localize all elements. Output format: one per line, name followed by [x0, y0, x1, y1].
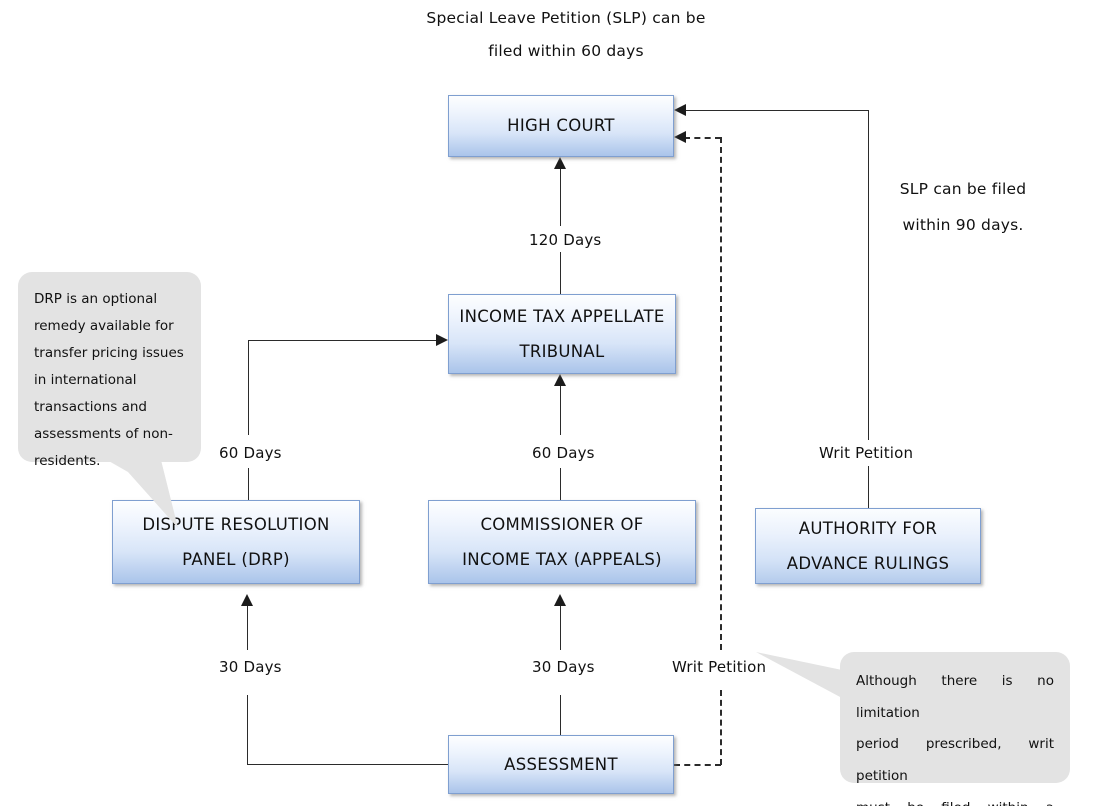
node-itat-label-line2: TRIBUNAL [519, 342, 605, 361]
node-aar-label-line1: AUTHORITY FOR [798, 518, 938, 538]
callout-writ-note: Although there is no limitation period p… [840, 652, 1070, 806]
connector-cit-to-itat-upper [560, 385, 561, 435]
node-aar-label-line2: ADVANCE RULINGS [786, 554, 950, 573]
edge-label-assessment-to-highcourt: Writ Petition [667, 658, 772, 676]
callout-drp-tail-icon [100, 456, 178, 528]
arrowhead-into-highcourt-from-aar [674, 104, 686, 116]
arrowhead-into-cit-from-assessment [554, 594, 566, 606]
node-authority-for-advance-rulings[interactable]: AUTHORITY FOR ADVANCE RULINGS [755, 508, 981, 584]
connector-assessment-to-drp-vertical-lower [247, 695, 248, 765]
callout-drp-line-3: transfer pricing issues [34, 345, 184, 361]
node-commissioner-of-income-tax-appeals[interactable]: COMMISSIONER OF INCOME TAX (APPEALS) [428, 500, 696, 584]
connector-itat-to-highcourt-lower [560, 252, 561, 294]
callout-drp-line-2: remedy available for [34, 318, 174, 334]
callout-drp-line-7: residents. [34, 453, 101, 469]
node-drp-label-line2: PANEL (DRP) [182, 550, 290, 569]
edge-label-drp-to-itat: 60 Days [214, 444, 287, 462]
connector-aar-to-highcourt-horizontal [682, 110, 869, 111]
node-drp-label-line1: DISPUTE RESOLUTION [142, 514, 330, 534]
node-assessment-label: ASSESSMENT [504, 754, 618, 774]
edge-label-assessment-to-drp: 30 Days [214, 658, 287, 676]
node-itat-label-line1: INCOME TAX APPELLATE [459, 306, 665, 326]
node-high-court-label: HIGH COURT [507, 116, 615, 136]
connector-cit-to-itat-lower [560, 468, 561, 500]
annotation-slp-line1: SLP can be filed [899, 180, 1027, 198]
edge-label-itat-to-highcourt: 120 Days [524, 231, 607, 249]
callout-writ-line-2: period prescribed, writ petition [856, 736, 1054, 785]
arrowhead-into-itat-from-drp [436, 334, 448, 346]
node-assessment[interactable]: ASSESSMENT [448, 735, 674, 794]
arrowhead-into-highcourt-from-assessment [674, 131, 686, 143]
node-high-court[interactable]: HIGH COURT [448, 95, 674, 157]
connector-drp-to-itat-vertical-upper [248, 340, 249, 435]
arrowhead-into-highcourt-from-itat [554, 157, 566, 169]
node-cit-label-line1: COMMISSIONER OF [480, 514, 644, 534]
connector-aar-top-stub [868, 466, 869, 508]
connector-assessment-to-cit-vertical-upper [560, 605, 561, 650]
annotation-slp-line2: within 90 days. [902, 215, 1024, 234]
callout-writ-tail-icon [756, 652, 842, 698]
node-income-tax-appellate-tribunal[interactable]: INCOME TAX APPELLATE TRIBUNAL [448, 294, 676, 374]
edge-label-assessment-to-cit: 30 Days [527, 658, 600, 676]
edge-label-cit-to-itat: 60 Days [527, 444, 600, 462]
connector-itat-to-highcourt-upper [560, 168, 561, 226]
diagram-title-line2: filed within 60 days [488, 41, 644, 60]
annotation-slp-90-days: SLP can be filed within 90 days. [868, 172, 1058, 243]
connector-assessment-to-drp-vertical-upper [247, 605, 248, 650]
connector-aar-to-highcourt-vertical-upper [868, 110, 869, 440]
arrowhead-into-itat-from-cit [554, 374, 566, 386]
diagram-title-line1: Special Leave Petition (SLP) can be [426, 9, 706, 27]
callout-drp-note: DRP is an optional remedy available for … [18, 272, 201, 469]
callout-drp-line-4: in international [34, 372, 137, 388]
callout-writ-line-3: must be filed within a [856, 793, 1054, 806]
arrowhead-into-drp-from-assessment [241, 594, 253, 606]
connector-assessment-to-highcourt-bottom-horizontal [674, 764, 721, 766]
callout-writ-line-1: Although there is no limitation [856, 673, 1054, 721]
callout-drp-line-5: transactions and [34, 399, 147, 415]
edge-label-aar-to-highcourt: Writ Petition [814, 444, 919, 462]
connector-assessment-to-highcourt-top-horizontal [684, 137, 721, 139]
callout-drp-line-6: assessments of non- [34, 426, 173, 442]
connector-assessment-to-highcourt-vertical-upper [720, 137, 722, 650]
connector-assessment-to-highcourt-vertical-lower [720, 690, 722, 765]
node-dispute-resolution-panel[interactable]: DISPUTE RESOLUTION PANEL (DRP) [112, 500, 360, 584]
diagram-title-note: Special Leave Petition (SLP) can be file… [386, 2, 746, 67]
node-cit-label-line2: INCOME TAX (APPEALS) [462, 550, 662, 569]
callout-drp-line-1: DRP is an optional [34, 291, 158, 307]
connector-drp-to-itat-vertical-lower [248, 468, 249, 500]
connector-drp-to-itat-horizontal [248, 340, 438, 341]
connector-assessment-to-drp-horizontal [247, 764, 450, 765]
connector-assessment-to-cit-vertical-lower [560, 695, 561, 735]
